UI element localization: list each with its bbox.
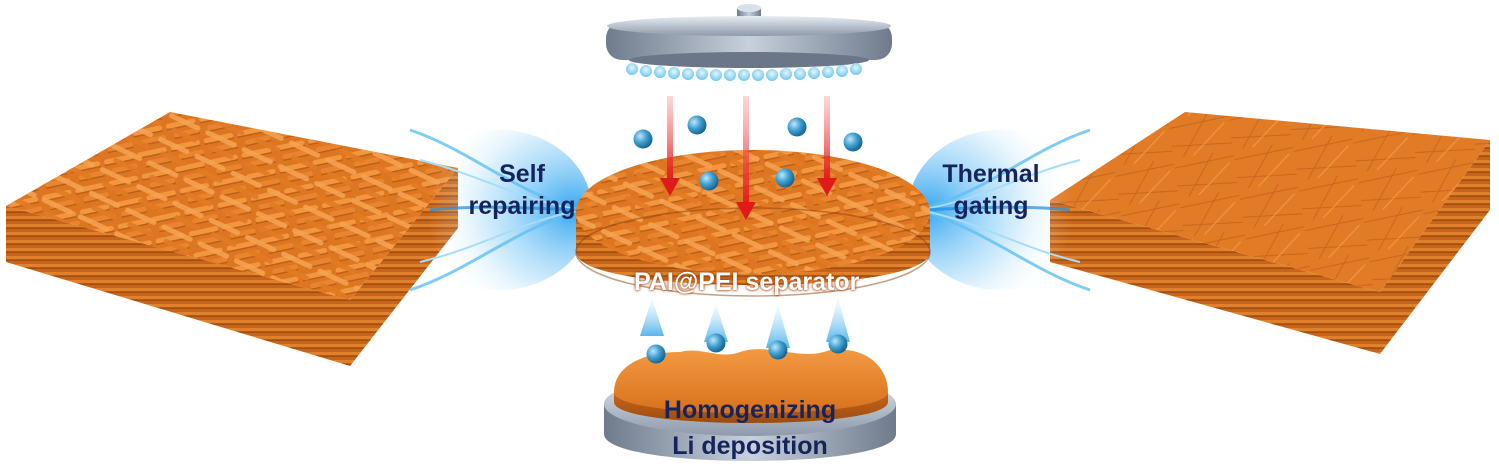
separator-label: PAI@PEI separator [634,268,860,296]
right-energy-swirl-icon [908,128,1092,292]
left-membrane-side-front [6,206,350,366]
thermal-gating-line2: gating [953,192,1029,220]
left-membrane-top-overlay [6,112,458,300]
shower-head-icon [606,4,892,68]
self-repairing-line1: Self [499,160,545,188]
lithium-ion-bottom-group [646,333,848,364]
electrode-disk-icon [604,349,896,461]
center-membrane-bottom [575,207,931,297]
self-repairing-line2: repairing [468,192,576,220]
right-fused-membrane [1050,112,1490,354]
right-membrane-side-front [1050,200,1380,354]
shower-nozzle-row [626,63,862,81]
lithium-ion-icon [633,115,863,191]
self-repairing-label: Self repairing [462,158,582,222]
li-deposition-line1: Homogenizing [663,396,837,424]
left-energy-swirl-icon [408,128,592,292]
li-deposition-line2: Li deposition [672,432,828,460]
li-deposition-label: Homogenizing Li deposition [630,392,870,464]
lithium-deposit-layer [614,349,888,413]
left-fiber-membrane [6,112,458,366]
ion-beam-group [640,298,850,348]
thermal-gating-line1: Thermal [942,160,1040,188]
thermal-gating-label: Thermal gating [926,158,1056,222]
right-membrane-side-right [1380,140,1490,354]
heat-arrow-icon [660,96,837,220]
right-membrane-top [1050,112,1490,292]
